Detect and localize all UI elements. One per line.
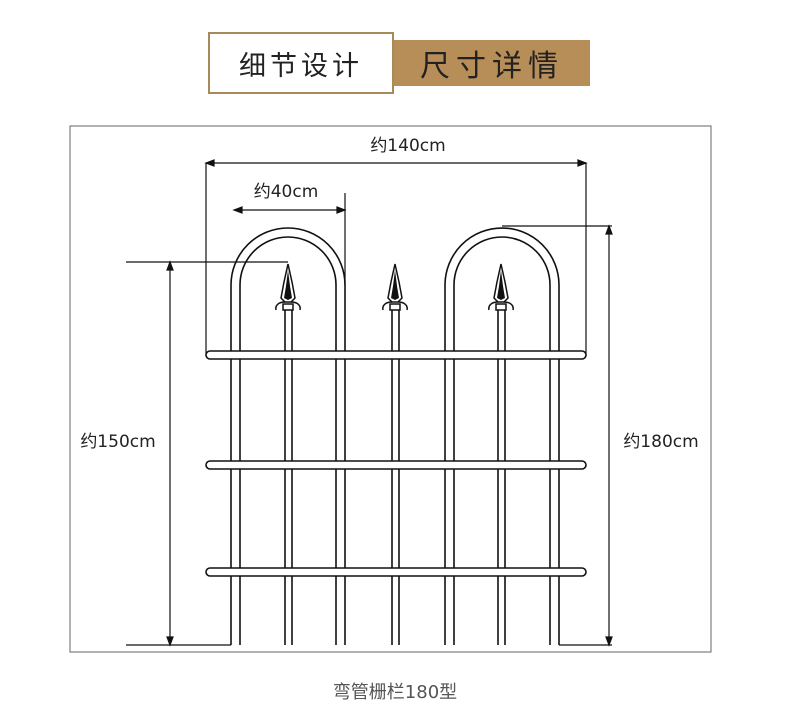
height-left-dimension-label: 约150cm (80, 432, 155, 452)
spacing-dimension-label: 约40cm (254, 182, 319, 202)
height-right-dimension-label: 约180cm (623, 432, 698, 452)
right-hoop (444, 227, 560, 645)
section-header: 细节设计 尺寸详情 (208, 32, 590, 94)
picket-middle (391, 310, 400, 645)
picket-left (284, 310, 293, 645)
picket-right (497, 310, 506, 645)
dimension-lines (126, 159, 613, 647)
header-size-details-label: 尺寸详情 (394, 40, 590, 86)
crossbar-bottom (205, 567, 587, 577)
spear-finial-left (275, 263, 301, 311)
product-caption: 弯管栅栏180型 (332, 682, 458, 703)
spear-finial-right (488, 263, 514, 311)
crossbar-middle (205, 460, 587, 470)
fence-drawing (205, 227, 587, 645)
left-hoop (230, 227, 346, 645)
crossbar-top (205, 350, 587, 360)
header-detail-design-label: 细节设计 (208, 32, 394, 94)
diagram-frame (69, 125, 712, 653)
spear-finial-middle (382, 263, 408, 311)
width-dimension-label: 约140cm (370, 136, 445, 156)
